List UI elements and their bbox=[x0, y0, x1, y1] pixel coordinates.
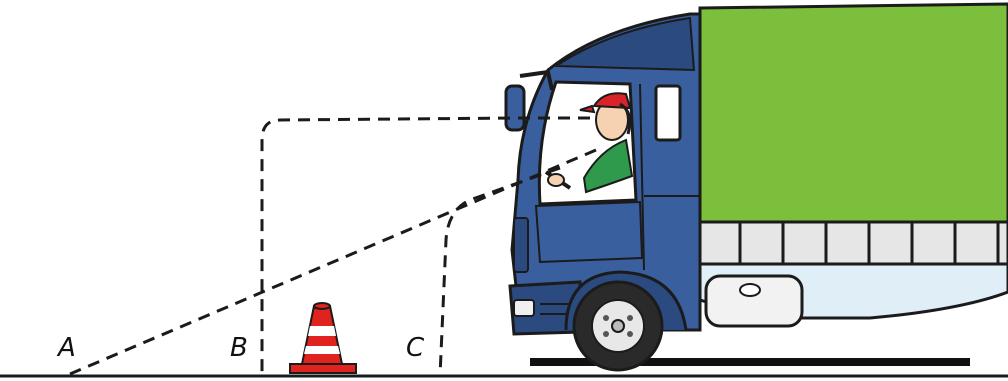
truck-icon bbox=[506, 4, 1008, 370]
cab-roof bbox=[556, 18, 694, 70]
door-panel bbox=[536, 202, 642, 262]
cone-base bbox=[290, 364, 356, 373]
front-step bbox=[514, 218, 528, 272]
wheel-icon bbox=[574, 282, 662, 370]
chassis-rail bbox=[700, 222, 1008, 264]
label-c: C bbox=[406, 333, 425, 363]
label-a: A bbox=[56, 333, 76, 363]
label-b: B bbox=[230, 333, 248, 363]
traffic-cone-icon bbox=[290, 303, 356, 373]
cargo-box bbox=[700, 4, 1008, 222]
headlight bbox=[514, 300, 534, 316]
side-window bbox=[656, 86, 680, 140]
